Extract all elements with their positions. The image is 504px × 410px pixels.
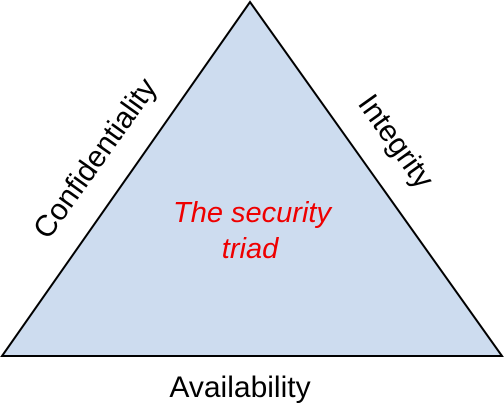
center-title-line1: The security: [173, 197, 332, 229]
center-title-line2: triad: [222, 233, 279, 265]
bottom-label-availability: Availability: [169, 371, 310, 404]
triad-triangle: [0, 0, 504, 357]
